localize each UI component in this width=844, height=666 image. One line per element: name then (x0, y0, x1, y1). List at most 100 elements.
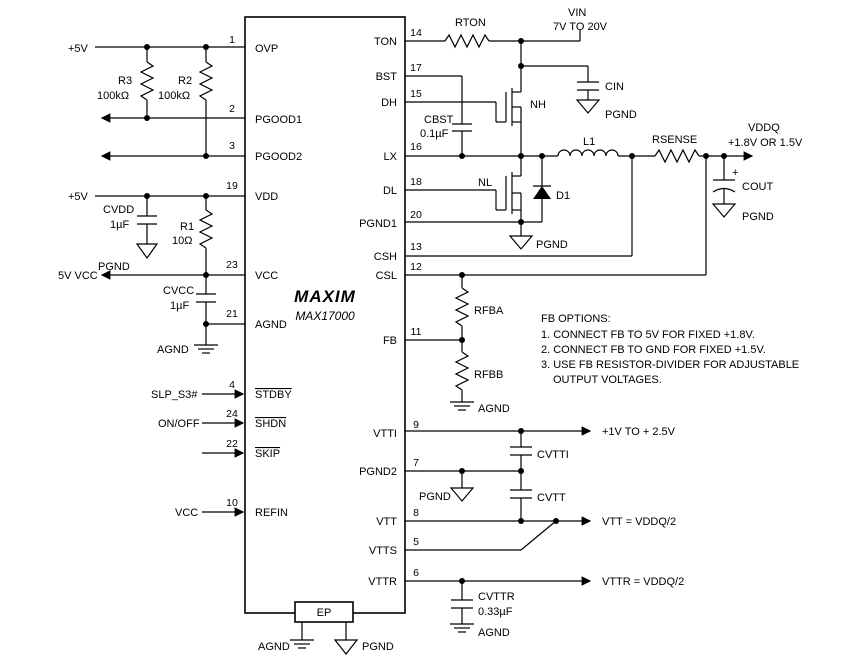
vin-range: 7V TO 20V (553, 21, 608, 33)
right-pin-labels: TON 14 BST 17 DH 15 LX 16 DL 18 PGND1 20… (359, 27, 422, 588)
pin-pgood1-name: PGOOD1 (255, 114, 302, 126)
vttr-out-label: VTTR = VDDQ/2 (602, 576, 684, 588)
fb-option-2: 2. CONNECT FB TO GND FOR FIXED +1.5V. (541, 344, 766, 356)
rsense-resistor (654, 148, 700, 164)
pin-vdd-num: 19 (226, 180, 238, 192)
r2-value: 100kΩ (158, 90, 190, 102)
fb-option-3: 3. USE FB RESISTOR-DIVIDER FOR ADJUSTABL… (541, 359, 799, 371)
d1-diode (533, 186, 551, 199)
ep-grounds: AGND PGND (258, 622, 394, 655)
r2-resistor (198, 61, 214, 101)
ep-pgnd-label: PGND (362, 641, 394, 653)
agnd-label: AGND (157, 344, 189, 356)
onoff-label: ON/OFF (158, 418, 200, 430)
pin-agnd-num: 21 (226, 308, 238, 320)
pin-refin-num: 10 (226, 497, 238, 509)
vddq-label: VDDQ (748, 122, 780, 134)
cout-gnd-label: PGND (742, 211, 774, 223)
ep-pad (294, 601, 354, 623)
pin-dh-name: DH (381, 97, 397, 109)
pin-pgood2-name: PGOOD2 (255, 151, 302, 163)
cvdd-gnd (135, 243, 159, 260)
maxim-logo: MAXIM (294, 287, 356, 306)
cvcc-value: 1µF (170, 300, 189, 312)
rfbb-ref: RFBB (474, 369, 503, 381)
net-5v-vdd: +5V (68, 191, 89, 203)
r3-ref: R3 (118, 75, 132, 87)
pin-ovp-name: OVP (255, 43, 278, 55)
pin-skip-name: SKIP (255, 448, 280, 460)
pin-fb-name: FB (383, 335, 397, 347)
ic-body (244, 16, 406, 614)
r3-value: 100kΩ (97, 90, 129, 102)
pin-stdby-name: STDBY (255, 389, 292, 401)
pin-pgnd2-num: 7 (413, 457, 419, 469)
pin-ton-num: 14 (410, 27, 422, 39)
pin-vdd-name: VDD (255, 191, 278, 203)
l1-inductor (557, 149, 619, 157)
pin-bst-name: BST (376, 71, 398, 83)
pin-vtti-name: VTTI (373, 428, 397, 440)
slp-label: SLP_S3# (151, 389, 198, 401)
left-pin-labels: OVP 1 PGOOD1 2 PGOOD2 3 VDD 19 VCC 23 AG… (226, 34, 302, 519)
cvttr-ref: CVTTR (478, 591, 515, 603)
l1-ref: L1 (583, 136, 595, 148)
vtti-range: +1V TO + 2.5V (602, 426, 676, 438)
pin-vcc-num: 23 (226, 259, 238, 271)
pin-csh-name: CSH (374, 251, 397, 263)
pin-agnd-name: AGND (255, 319, 287, 331)
nh-ref: NH (530, 99, 546, 111)
fb-agnd-label: AGND (478, 403, 510, 415)
vcc-in-label: VCC (175, 507, 198, 519)
pin-vtts-name: VTTS (369, 545, 397, 557)
pgnd1-gnd-label: PGND (536, 239, 568, 251)
net-5v-vcc: 5V VCC (58, 270, 98, 282)
pin-bst-num: 17 (410, 62, 422, 74)
pin-skip-num: 22 (226, 438, 238, 450)
fb-options-note: FB OPTIONS: 1. CONNECT FB TO 5V FOR FIXE… (541, 313, 799, 386)
pin-ovp-num: 1 (229, 34, 235, 46)
pin-pgood2-num: 3 (229, 140, 235, 152)
fb-divider: RFBA RFBB AGND (405, 275, 510, 415)
rfba-ref: RFBA (474, 305, 504, 317)
r1-value: 10Ω (172, 235, 192, 247)
pin-pgnd2-name: PGND2 (359, 466, 397, 478)
pin-vtt-num: 8 (413, 507, 419, 519)
rton-resistor (444, 33, 490, 49)
pin-csl-num: 12 (410, 261, 422, 273)
left-circuit: +5V R3 100kΩ R2 100kΩ +5V CVDD 1µF PG (58, 43, 245, 519)
pin-refin-name: REFIN (255, 507, 288, 519)
pin-shdn-num: 24 (226, 408, 238, 420)
rsense-ref: RSENSE (652, 134, 697, 146)
d1-ref: D1 (556, 190, 570, 202)
cout-ref: COUT (742, 181, 773, 193)
fb-option-1: 1. CONNECT FB TO 5V FOR FIXED +1.8V. (541, 329, 755, 341)
pin-vtt-name: VTT (376, 516, 397, 528)
vin-label: VIN (568, 7, 586, 19)
fb-option-3-cont: OUTPUT VOLTAGES. (553, 374, 662, 386)
pin-dl-num: 18 (410, 176, 422, 188)
nl-ref: NL (478, 177, 492, 189)
pin-pgood1-num: 2 (229, 103, 235, 115)
pin-vttr-num: 6 (413, 567, 419, 579)
pin-dl-name: DL (383, 185, 397, 197)
cbst-value: 0.1µF (420, 128, 449, 140)
pin-vtts-num: 5 (413, 536, 419, 548)
pgnd2-gnd-label: PGND (419, 491, 451, 503)
cin-ref: CIN (605, 81, 624, 93)
cbst-ref: CBST (424, 114, 454, 126)
cvtt-ref: CVTT (537, 492, 566, 504)
pin-pgnd1-num: 20 (410, 209, 422, 221)
pin-fb-num: 11 (411, 326, 422, 338)
vtt-out-label: VTT = VDDQ/2 (602, 516, 676, 528)
vtt-circuit: +1V TO + 2.5V CVTTI PGND CVTT VTT = VDDQ… (405, 426, 684, 639)
pin-vtti-num: 9 (413, 419, 419, 431)
pin-dh-num: 15 (410, 88, 422, 100)
part-number: MAX17000 (295, 309, 355, 323)
pin-ton-name: TON (374, 36, 397, 48)
fb-options-title: FB OPTIONS: (541, 313, 611, 325)
cvcc-ref: CVCC (163, 285, 194, 297)
r3-resistor (139, 61, 155, 101)
pin-pgnd1-name: PGND1 (359, 218, 397, 230)
